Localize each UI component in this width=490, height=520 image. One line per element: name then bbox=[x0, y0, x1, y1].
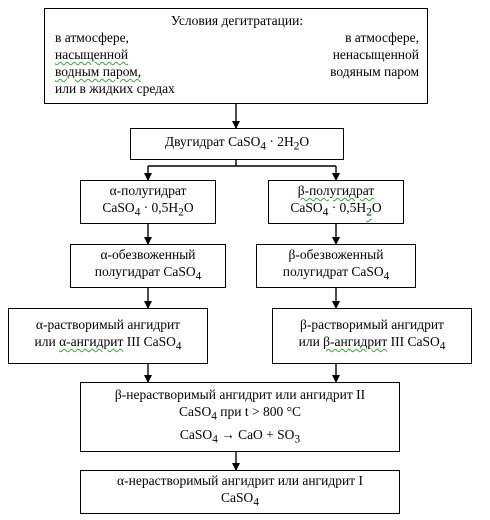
alpha-hemihydrate-box: α-полугидрат CaSO4 · 0,5H2O bbox=[80, 180, 216, 224]
beta-dehydrated-box: β-обезвоженный полугидрат CaSO4 bbox=[256, 244, 416, 288]
beta-soluble-anhydrite-box: β-растворимый ангидрит или β-ангидрит II… bbox=[272, 308, 472, 364]
alpha-insoluble-title: α-нерастворимый ангидрит или ангидрит I bbox=[117, 473, 363, 489]
beta-insoluble-anhydrite-box: β-нерастворимый ангидрит или ангидрит II… bbox=[80, 382, 400, 452]
alpha-soluble-formula: или α-ангидрит III CaSO4 bbox=[34, 334, 182, 353]
dihydrate-formula: Двугидрат CaSO4 · 2H2O bbox=[164, 133, 310, 153]
beta-soluble-title: β-растворимый ангидрит bbox=[300, 317, 444, 333]
alpha-soluble-anhydrite-box: α-растворимый ангидрит или α-ангидрит II… bbox=[8, 308, 208, 364]
alpha-dehydrated-box: α-обезвоженный полугидрат CaSO4 bbox=[70, 244, 226, 288]
conditions-left-line3: водным паром, bbox=[55, 64, 142, 79]
alpha-hemihydrate-title: α-полугидрат bbox=[109, 183, 187, 199]
conditions-right-line3: водяным паром bbox=[330, 64, 419, 79]
dihydrate-box: Двугидрат CaSO4 · 2H2O bbox=[130, 128, 344, 160]
beta-hemihydrate-formula: CaSO4 · 0,5H2O bbox=[290, 200, 382, 219]
conditions-right-line1: в атмосфере, bbox=[345, 30, 419, 45]
conditions-left-line4: или в жидких средах bbox=[55, 81, 175, 96]
conditions-title: Условия дегитратации: bbox=[170, 13, 304, 28]
alpha-hemihydrate-formula: CaSO4 · 0,5H2O bbox=[102, 200, 194, 219]
beta-hemihydrate-title: β-полугидрат bbox=[297, 183, 375, 199]
beta-soluble-formula: или β-ангидрит III CaSO4 bbox=[298, 334, 446, 353]
beta-hemihydrate-box: β-полугидрат CaSO4 · 0,5H2O bbox=[268, 180, 404, 224]
alpha-insoluble-formula: CaSO4 bbox=[221, 490, 259, 509]
beta-insoluble-reaction: CaSO4 → CaO + SO3 bbox=[179, 426, 301, 446]
beta-insoluble-title: β-нерастворимый ангидрит или ангидрит II bbox=[114, 386, 366, 402]
conditions-right-line2: ненасыщенной bbox=[332, 47, 419, 62]
alpha-soluble-title: α-растворимый ангидрит bbox=[35, 317, 181, 333]
beta-dehydrated-formula: полугидрат CaSO4 bbox=[282, 264, 390, 283]
beta-dehydrated-title: β-обезвоженный bbox=[288, 247, 384, 263]
conditions-box: Условия дегитратации: в атмосфере, в атм… bbox=[44, 8, 428, 104]
conditions-left-line2: насыщенной bbox=[55, 47, 129, 62]
alpha-dehydrated-formula: полугидрат CaSO4 bbox=[94, 264, 202, 283]
alpha-dehydrated-title: α-обезвоженный bbox=[100, 247, 196, 263]
alpha-insoluble-anhydrite-box: α-нерастворимый ангидрит или ангидрит I … bbox=[80, 470, 400, 514]
conditions-left-line1: в атмосфере, bbox=[55, 30, 129, 45]
beta-insoluble-condition: CaSO4 при t > 800 °C bbox=[179, 403, 301, 423]
